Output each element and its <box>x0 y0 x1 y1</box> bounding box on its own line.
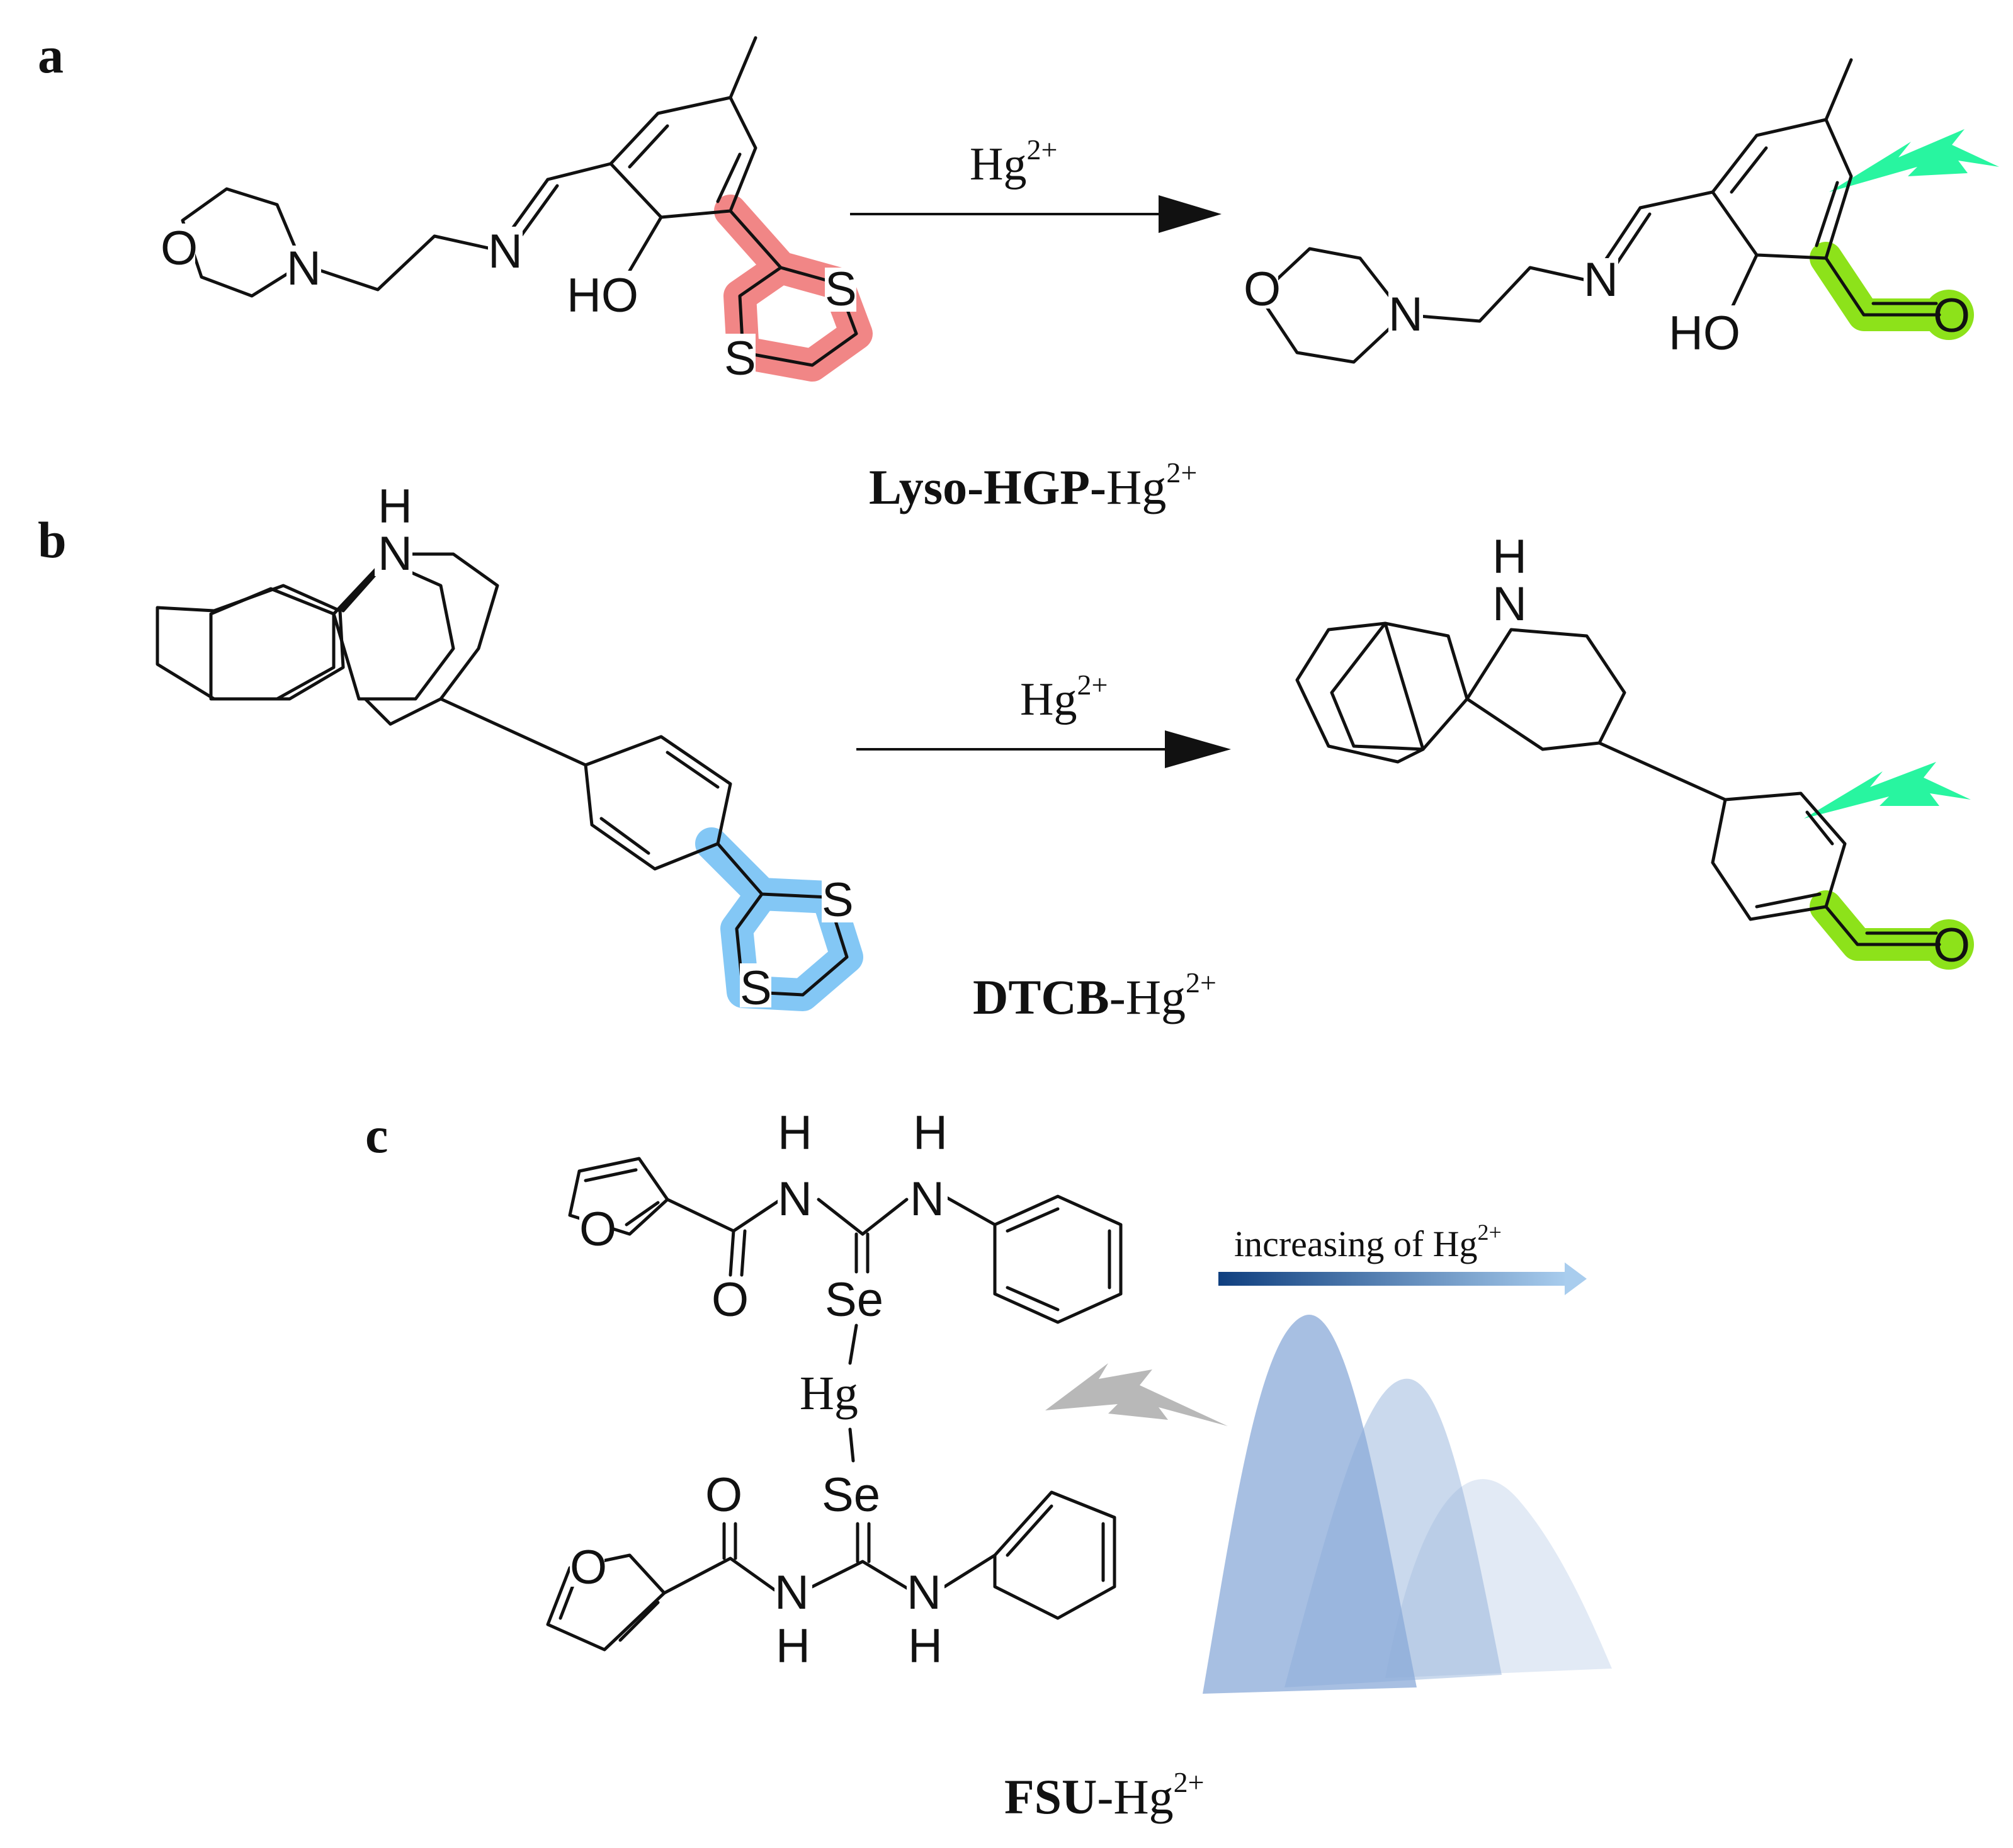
product-a-atom-n-morpholine: N <box>1388 288 1423 341</box>
panel-a-label: a <box>38 26 64 84</box>
caption-fsu: FSU-Hg2+ <box>1004 1766 1205 1824</box>
panel-a: a O N N HO <box>38 26 1999 514</box>
lyso-hgp-molecule <box>181 36 858 367</box>
product-a-atom-o-morpholine: O <box>1244 263 1281 316</box>
fluorescence-burst-a <box>1829 129 1999 192</box>
panel-b: b H N S S Hg2+ <box>38 480 1974 1024</box>
caption-dtcb: DTCB-Hg2+ <box>973 967 1216 1024</box>
reaction-arrow-b <box>856 730 1231 768</box>
panel-c: c <box>365 1106 1612 1824</box>
product-a-atom-n-imine: N <box>1584 253 1618 307</box>
atom-hg-center: Hg <box>800 1367 858 1420</box>
atom-n-amine-top: N <box>910 1172 944 1226</box>
atom-n-amide-top: N <box>778 1172 812 1226</box>
caption-lyso-hgp: Lyso-HGP-Hg2+ <box>869 456 1197 514</box>
dtcb-molecule <box>156 552 849 997</box>
atom-h-amine-top: H <box>913 1106 948 1160</box>
emission-peak-1 <box>1203 1315 1417 1694</box>
increasing-hg-arrow <box>1218 1262 1587 1295</box>
atom-n-carbazole: N <box>378 527 412 581</box>
atom-h-carbazole: H <box>378 480 412 533</box>
product-b-atom-o-aldehyde: O <box>1933 919 1970 972</box>
atom-n-morpholine: N <box>286 242 321 295</box>
atom-h-amide-top: H <box>778 1106 812 1160</box>
atom-s1-dtcb: S <box>822 873 854 927</box>
atom-se-bottom: Se <box>822 1468 880 1522</box>
emission-peaks <box>1203 1315 1612 1694</box>
reaction-arrow-a <box>850 195 1222 233</box>
emission-peak-3 <box>1385 1479 1612 1678</box>
atom-ho: HO <box>567 269 638 322</box>
atom-h-amide-bottom: H <box>776 1619 810 1673</box>
increasing-hg-label: increasing of Hg2+ <box>1234 1220 1502 1264</box>
product-a-atom-o-aldehyde: O <box>1933 289 1970 343</box>
atom-n-imine: N <box>488 225 523 278</box>
product-a-atom-ho: HO <box>1669 307 1740 360</box>
atom-o-furan-bottom: O <box>570 1541 607 1594</box>
atom-h-amine-bottom: H <box>908 1619 943 1673</box>
fluorescence-burst-b <box>1804 762 1971 819</box>
fsu-hg-complex <box>546 1157 1123 1652</box>
atom-o-morpholine: O <box>161 222 198 275</box>
atom-s2: S <box>724 332 756 385</box>
atom-s2-dtcb: S <box>740 961 772 1015</box>
panel-c-label: c <box>365 1106 388 1164</box>
panel-b-label: b <box>38 511 67 569</box>
atom-se-top: Se <box>825 1273 883 1327</box>
product-b-atom-h: H <box>1492 530 1527 584</box>
product-b-atom-n: N <box>1492 577 1527 631</box>
quenched-burst-c <box>1045 1363 1228 1426</box>
reagent-label-b: Hg2+ <box>1020 669 1108 725</box>
dtcb-aldehyde-product <box>1295 621 1941 946</box>
atom-n-amine-bottom: N <box>907 1566 941 1619</box>
atom-o-carbonyl-top: O <box>712 1273 749 1327</box>
atom-o-furan-top: O <box>579 1203 616 1256</box>
atom-o-carbonyl-bottom: O <box>705 1468 742 1522</box>
atom-n-amide-bottom: N <box>774 1566 809 1619</box>
reagent-label-a: Hg2+ <box>970 133 1057 190</box>
lyso-hgp-aldehyde-product <box>1257 58 1941 364</box>
atom-s1: S <box>825 263 857 316</box>
